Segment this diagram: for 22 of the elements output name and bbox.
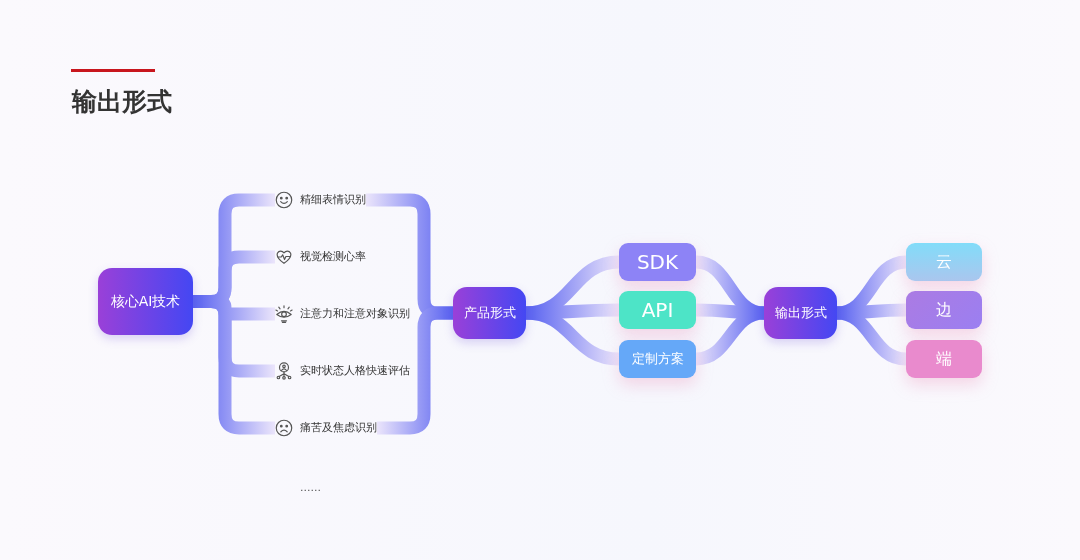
item-label: 实时状态人格快速评估 [300, 364, 410, 378]
item-label: 精细表情识别 [300, 193, 366, 207]
connector [836, 303, 907, 320]
topic-box: 核心AI技术 [98, 268, 193, 335]
item-label: 痛苦及焦虑识别 [300, 421, 377, 435]
option-box: 端 [906, 340, 982, 378]
option-box: 云 [906, 243, 982, 281]
option-box: 定制方案 [619, 340, 696, 378]
item-label: 注意力和注意对象识别 [300, 307, 410, 321]
connector [836, 306, 907, 366]
ellipsis-text: ...... [300, 481, 321, 494]
connector [695, 306, 765, 366]
option-box: 边 [906, 291, 982, 329]
option-box: SDK [619, 243, 696, 281]
option-box: API [619, 291, 696, 329]
topic-box: 输出形式 [764, 287, 837, 339]
topic-box: 产品形式 [453, 287, 526, 339]
connector [525, 306, 620, 366]
connector [525, 303, 620, 320]
page-title: 输出形式 [72, 86, 172, 118]
connector [695, 303, 765, 320]
item-label: 视觉检测心率 [300, 250, 366, 264]
